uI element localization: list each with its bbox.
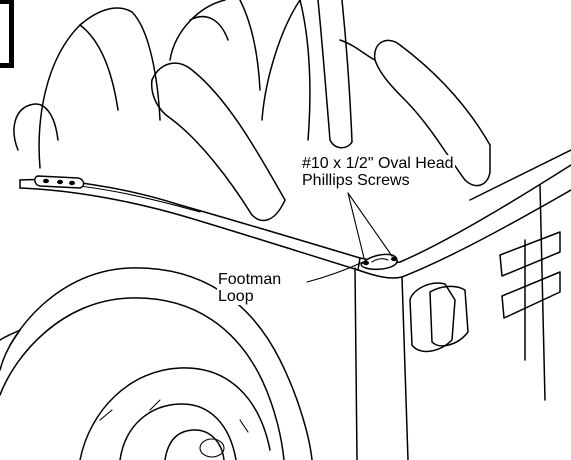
tub-rear-deck [354, 149, 571, 460]
screws-callout-label: #10 x 1/2" Oval Head Phillips Screws [301, 155, 455, 189]
tub-side-rail [19, 178, 361, 271]
page-corner-mark [0, 0, 14, 68]
seat-back-left [13, 7, 161, 169]
fender-flare [0, 267, 313, 460]
screws-callout-line-2: Phillips Screws [302, 172, 410, 189]
footman-loop-callout-label: Footman Loop [217, 271, 283, 305]
footman-loop-hardware [360, 253, 398, 271]
tail-light [409, 231, 561, 361]
footman-loop-callout-line-1: Footman [218, 271, 282, 288]
screws-callout-line-1: #10 x 1/2" Oval Head [302, 155, 454, 172]
footman-loop-callout-line-2: Loop [218, 288, 254, 305]
rear-tire [79, 367, 271, 460]
side-bracket [34, 175, 85, 189]
callout-leaders [306, 192, 393, 283]
seat-back-center [169, 0, 311, 141]
